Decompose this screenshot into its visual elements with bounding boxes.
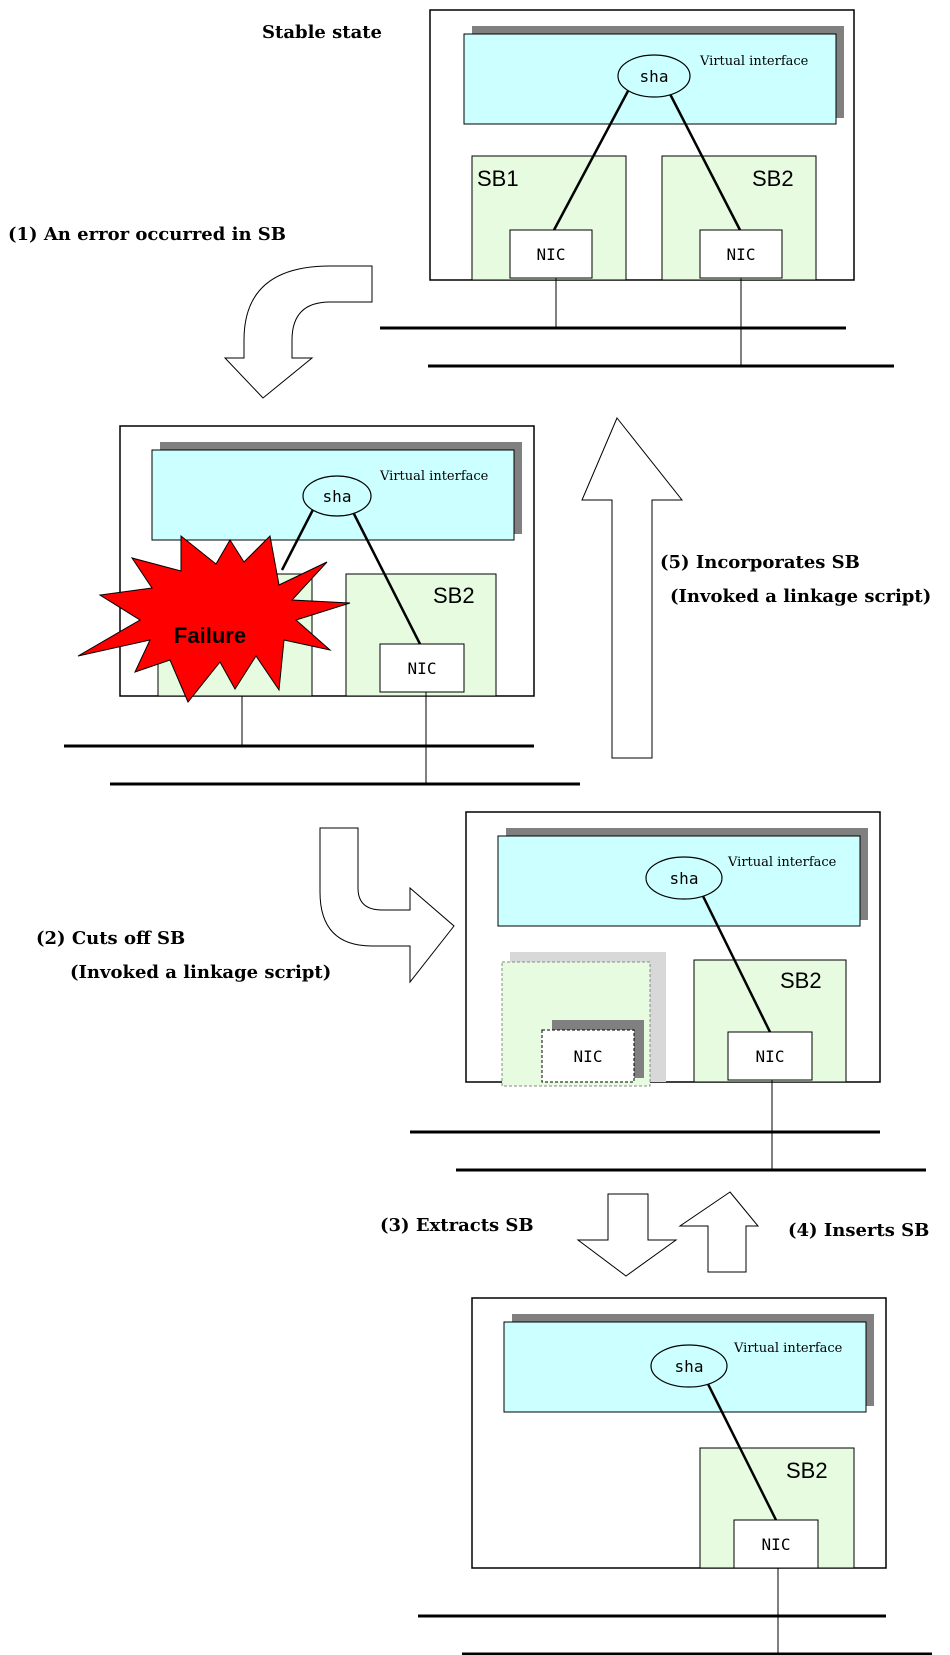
nic-label: NIC [756,1047,785,1066]
virtual-interface-label: Virtual interface [379,469,489,484]
nic-box [727,1031,813,1081]
step5-label-line2: (Invoked a linkage script) [670,586,931,607]
link-line [552,75,638,231]
step2-label-line2: (Invoked a linkage script) [70,962,331,983]
sha-node [645,856,723,900]
link-line [667,91,742,231]
nic-label: NIC [762,1535,791,1554]
step3-label: (3) Extracts SB [380,1215,534,1236]
stable-state-label: Stable state [262,22,382,43]
panel-cut-off: Virtual interface NIC SB2 sha NIC [410,811,926,1172]
link-line [703,1377,778,1521]
nic-box [509,229,593,279]
sha-label: sha [670,869,699,888]
sha-node [650,1344,728,1388]
panel-extracted: Virtual interface SB2 sha NIC [418,1297,932,1655]
sb2-label: SB2 [752,166,794,191]
sha-node [302,475,372,517]
link-line [350,509,422,645]
sb2-label: SB2 [780,968,822,993]
sha-node [617,54,691,98]
nic-label: NIC [574,1047,603,1066]
step2-label-line1: (2) Cuts off SB [36,928,185,949]
nic-box [699,229,783,279]
virtual-interface-label: Virtual interface [733,1341,843,1356]
virtual-interface-label: Virtual interface [699,54,809,69]
nic-label: NIC [537,245,566,264]
sha-label: sha [675,1357,704,1376]
step1-label: (1) An error occurred in SB [8,224,286,245]
step5-label-line1: (5) Incorporates SB [660,552,860,573]
failure-burst-icon [77,534,351,703]
nic-box [733,1519,819,1569]
sb2-label: SB2 [433,583,475,608]
curved-arrow-right [319,827,455,984]
sb2-label: SB2 [786,1458,828,1483]
panel-failure: Virtual interface SB2 sha NIC Failure [64,425,580,786]
down-arrow [576,1193,678,1277]
nic-label: NIC [727,245,756,264]
nic-label: NIC [408,659,437,678]
step4-label: (4) Inserts SB [788,1220,929,1241]
nic-box [379,643,465,693]
sha-label: sha [323,487,352,506]
failure-label: Failure [174,623,246,648]
panel-stable-state: Stable state Virtual interface SB1 SB2 s… [262,9,894,368]
sb1-label: SB1 [477,166,519,191]
up-arrow [581,417,684,759]
detached-nic-box [541,1029,635,1083]
sha-label: sha [640,67,669,86]
up-arrow [678,1191,760,1273]
curved-arrow-down [223,265,373,399]
virtual-interface-label: Virtual interface [727,855,837,870]
link-line [698,889,772,1033]
